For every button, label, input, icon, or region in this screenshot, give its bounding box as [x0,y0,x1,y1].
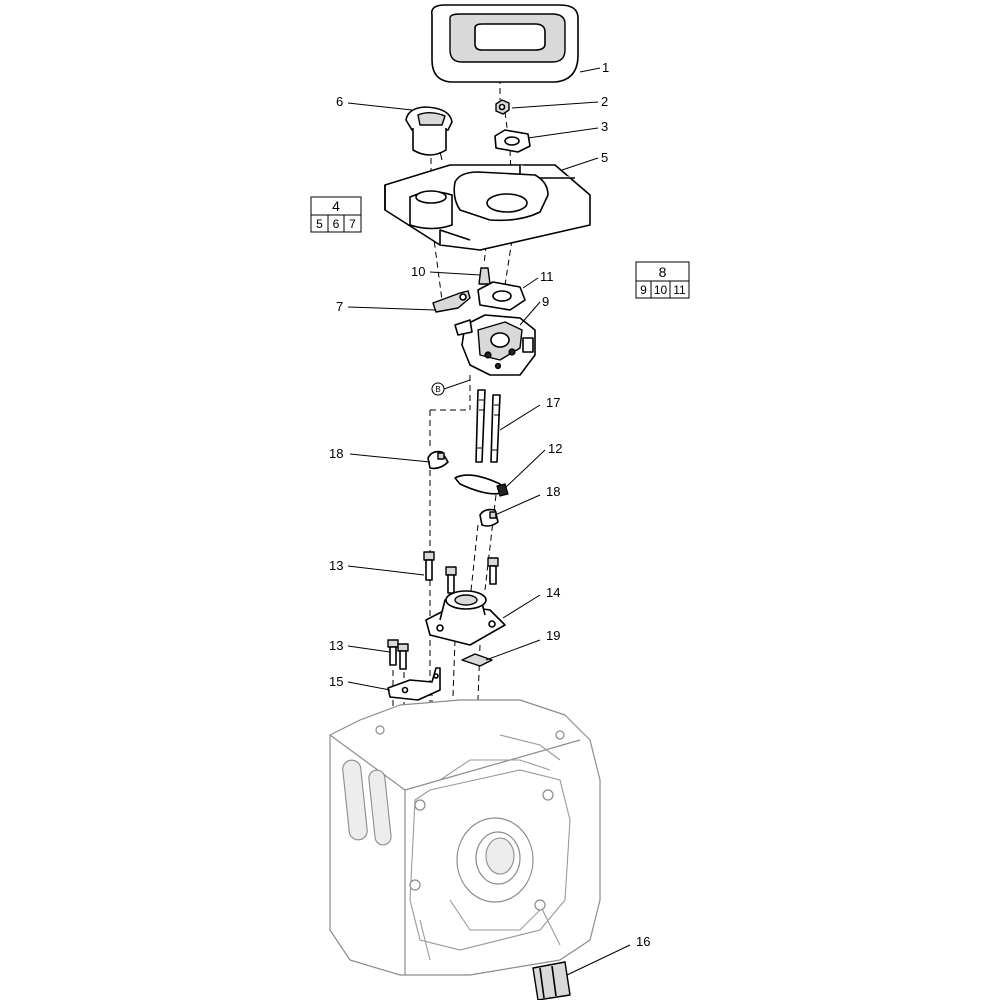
screws-lower [387,639,409,670]
gasket [494,129,531,153]
callout-19: 19 [546,628,560,643]
callout-17: 17 [546,395,560,410]
screw-d [387,639,399,666]
impulse-hose [454,474,509,497]
engine-housing [329,699,601,976]
callout-12: 12 [548,441,562,456]
seal-plate [461,653,493,667]
callout-16: 16 [636,934,650,949]
bracket [387,667,441,701]
choke-knob [405,106,453,161]
callout-1: 1 [602,60,609,75]
screw-b [445,566,457,594]
callout-11: 11 [540,269,554,284]
callout-labels: 1 2 3 5 6 10 11 7 9 17 18 12 18 13 14 13… [329,60,650,949]
callout-13-lower: 13 [329,638,343,653]
callout-14: 14 [546,585,560,600]
screw-e [397,643,409,670]
kit-box-8: 8 9 10 11 [635,261,690,299]
kit-4-cell-3: 7 [349,217,356,231]
callout-5: 5 [601,150,608,165]
callout-10: 10 [411,264,425,279]
nut [495,99,510,115]
hose-clamp-upper [427,450,449,470]
callout-13-upper: 13 [329,558,343,573]
callout-6: 6 [336,94,343,109]
callout-7: 7 [336,299,343,314]
callout-2: 2 [601,94,608,109]
air-filter [430,4,579,83]
intake-manifold [425,590,506,646]
studs [475,389,501,463]
leader-lines [347,67,631,976]
hose-clamp-lower [479,508,499,527]
carburetor [454,314,536,376]
reference-marker-b: B [431,379,471,396]
kit-8-cell-3: 11 [673,283,686,297]
fuel-nipple [478,267,491,285]
kit-4-cell-1: 5 [316,217,323,231]
kit-8-cell-2: 10 [654,283,668,297]
callout-9: 9 [542,294,549,309]
spacer-block [532,961,571,1000]
callout-18-lower: 18 [546,484,560,499]
screw-c [487,557,499,585]
screws-upper [423,551,499,594]
callout-15: 15 [329,674,343,689]
callout-18-upper: 18 [329,446,343,461]
choke-lever [432,290,471,313]
kit-8-title: 8 [659,264,667,280]
filter-base-plate [384,164,591,251]
kit-4-title: 4 [332,198,340,214]
callout-3: 3 [601,119,608,134]
kit-4-cell-2: 6 [333,217,340,231]
kit-box-4: 4 5 6 7 [310,196,362,233]
reference-marker-label: B [435,385,440,394]
kit-8-cell-1: 9 [640,283,647,297]
screw-a [423,551,435,581]
carburetor-gasket [477,281,526,311]
